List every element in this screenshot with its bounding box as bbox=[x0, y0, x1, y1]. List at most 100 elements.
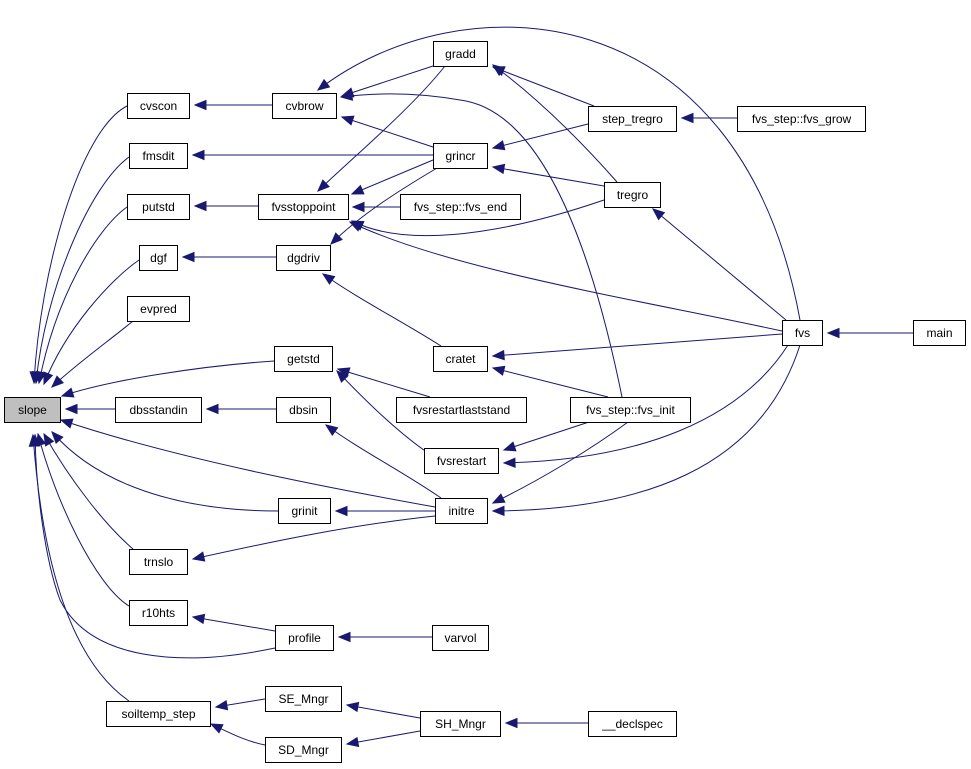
node-cratet[interactable]: cratet bbox=[433, 346, 488, 372]
node-fvs_end[interactable]: fvs_step::fvs_end bbox=[400, 194, 521, 220]
node-box-fvsrestartlaststand[interactable] bbox=[396, 397, 527, 423]
arrowhead-getstd-to-slope bbox=[60, 387, 75, 398]
node-box-fvsrestart[interactable] bbox=[424, 448, 499, 474]
node-getstd[interactable]: getstd bbox=[274, 346, 333, 372]
node-r10hts[interactable]: r10hts bbox=[129, 600, 188, 626]
node-box-putstd[interactable] bbox=[127, 194, 190, 220]
node-initre[interactable]: initre bbox=[435, 498, 488, 524]
node-putstd[interactable]: putstd bbox=[127, 194, 190, 220]
node-box-r10hts[interactable] bbox=[129, 600, 188, 626]
node-box-trnslo[interactable] bbox=[129, 549, 188, 575]
node-box-gradd[interactable] bbox=[433, 41, 488, 67]
node-trnslo[interactable]: trnslo bbox=[129, 549, 188, 575]
node-label-profile: profile bbox=[288, 631, 321, 645]
arrowhead-tregro-to-gradd bbox=[491, 64, 506, 77]
node-fvsrestart[interactable]: fvsrestart bbox=[424, 448, 499, 474]
node-SE_Mngr[interactable]: SE_Mngr bbox=[265, 686, 342, 712]
node-box-varvol[interactable] bbox=[432, 625, 489, 651]
node-cvscon[interactable]: cvscon bbox=[127, 93, 190, 119]
node-gradd[interactable]: gradd bbox=[433, 41, 488, 67]
node-box-tregro[interactable] bbox=[604, 182, 661, 208]
node-box-fmsdit[interactable] bbox=[129, 143, 188, 169]
node-label-dgf: dgf bbox=[150, 251, 167, 265]
edge-layer bbox=[28, 26, 913, 748]
node-step_tregro[interactable]: step_tregro bbox=[588, 106, 677, 132]
arrowhead-main-to-fvs bbox=[826, 327, 840, 339]
edge-dgf-to-slope bbox=[43, 259, 140, 385]
edge-fvs-to-cratet bbox=[492, 333, 783, 357]
edge-initre-to-dbsin bbox=[325, 424, 442, 499]
arrowhead-grinit-to-slope bbox=[51, 431, 64, 445]
node-box-dgf[interactable] bbox=[139, 245, 178, 271]
node-evpred[interactable]: evpred bbox=[127, 296, 190, 322]
node-label-getstd: getstd bbox=[287, 352, 320, 366]
node-box-getstd[interactable] bbox=[274, 346, 333, 372]
node-grinit[interactable]: grinit bbox=[278, 498, 331, 524]
node-box-initre[interactable] bbox=[435, 498, 488, 524]
node-label-fvs_grow: fvs_step::fvs_grow bbox=[752, 112, 852, 126]
arrowhead-SH_Mngr-to-SE_Mngr bbox=[345, 701, 360, 713]
node-box-step_tregro[interactable] bbox=[588, 106, 677, 132]
edge-cvscon-to-slope bbox=[33, 105, 128, 384]
node-box-fvs_end[interactable] bbox=[400, 194, 521, 220]
arrowhead-fvs-to-tregro bbox=[651, 208, 666, 221]
node-tregro[interactable]: tregro bbox=[604, 182, 661, 208]
node-box-declspec[interactable] bbox=[588, 711, 677, 737]
node-box-profile[interactable] bbox=[275, 625, 334, 651]
arrowhead-fvs_init-to-initre bbox=[491, 493, 506, 504]
arrowhead-initre-to-slope bbox=[59, 418, 74, 429]
node-label-soiltemp_step: soiltemp_step bbox=[121, 707, 195, 721]
node-box-SE_Mngr[interactable] bbox=[265, 686, 342, 712]
node-slope[interactable]: slope bbox=[4, 397, 61, 423]
edge-fvs-to-tregro bbox=[652, 208, 787, 321]
node-fvs_grow[interactable]: fvs_step::fvs_grow bbox=[737, 106, 866, 132]
node-box-SD_Mngr[interactable] bbox=[265, 737, 342, 763]
node-declspec[interactable]: __declspec bbox=[588, 711, 677, 737]
node-grincr[interactable]: grincr bbox=[433, 143, 488, 169]
node-box-slope[interactable] bbox=[4, 397, 61, 423]
node-profile[interactable]: profile bbox=[275, 625, 334, 651]
edge-soiltemp_step-to-slope bbox=[32, 434, 130, 702]
node-box-cvscon[interactable] bbox=[127, 93, 190, 119]
node-box-dgdriv[interactable] bbox=[276, 245, 331, 271]
node-varvol[interactable]: varvol bbox=[432, 625, 489, 651]
node-box-fvs_grow[interactable] bbox=[737, 106, 866, 132]
node-box-soiltemp_step[interactable] bbox=[106, 701, 211, 727]
arrowhead-putstd-to-slope bbox=[36, 370, 47, 385]
arrowhead-step_tregro-to-grincr bbox=[491, 140, 506, 151]
node-box-grinit[interactable] bbox=[278, 498, 331, 524]
node-fvs[interactable]: fvs bbox=[782, 320, 823, 346]
node-box-fvs_init[interactable] bbox=[570, 397, 691, 423]
node-box-SH_Mngr[interactable] bbox=[420, 711, 501, 737]
node-box-dbsin[interactable] bbox=[276, 397, 331, 423]
node-box-grincr[interactable] bbox=[433, 143, 488, 169]
node-fmsdit[interactable]: fmsdit bbox=[129, 143, 188, 169]
node-fvsstoppoint[interactable]: fvsstoppoint bbox=[258, 194, 349, 220]
node-box-cratet[interactable] bbox=[433, 346, 488, 372]
node-SH_Mngr[interactable]: SH_Mngr bbox=[420, 711, 501, 737]
node-dbsin[interactable]: dbsin bbox=[276, 397, 331, 423]
node-dgdriv[interactable]: dgdriv bbox=[276, 245, 331, 271]
edge-fvsrestart-to-getstd bbox=[336, 370, 429, 454]
edge-tregro-to-fvsstoppoint bbox=[351, 199, 605, 237]
node-cvbrow[interactable]: cvbrow bbox=[272, 93, 337, 119]
node-label-SD_Mngr: SD_Mngr bbox=[278, 743, 329, 757]
node-box-cvbrow[interactable] bbox=[272, 93, 337, 119]
node-dgf[interactable]: dgf bbox=[139, 245, 178, 271]
node-dbsstandin[interactable]: dbsstandin bbox=[115, 397, 202, 423]
node-box-fvsstoppoint[interactable] bbox=[258, 194, 349, 220]
edge-fvsrestartlaststand-to-getstd bbox=[337, 368, 431, 398]
node-label-trnslo: trnslo bbox=[144, 555, 174, 569]
node-box-fvs[interactable] bbox=[782, 320, 823, 346]
node-fvs_init[interactable]: fvs_step::fvs_init bbox=[570, 397, 691, 423]
node-box-evpred[interactable] bbox=[127, 296, 190, 322]
edge-grincr-to-cvbrow bbox=[341, 116, 434, 148]
node-fvsrestartlaststand[interactable]: fvsrestartlaststand bbox=[396, 397, 527, 423]
arrowhead-initre-to-grinit bbox=[334, 505, 348, 517]
node-main[interactable]: main bbox=[913, 320, 966, 346]
node-box-dbsstandin[interactable] bbox=[115, 397, 202, 423]
node-SD_Mngr[interactable]: SD_Mngr bbox=[265, 737, 342, 763]
arrowhead-fvs_grow-to-step_tregro bbox=[680, 112, 694, 124]
node-soiltemp_step[interactable]: soiltemp_step bbox=[106, 701, 211, 727]
node-box-main[interactable] bbox=[913, 320, 966, 346]
